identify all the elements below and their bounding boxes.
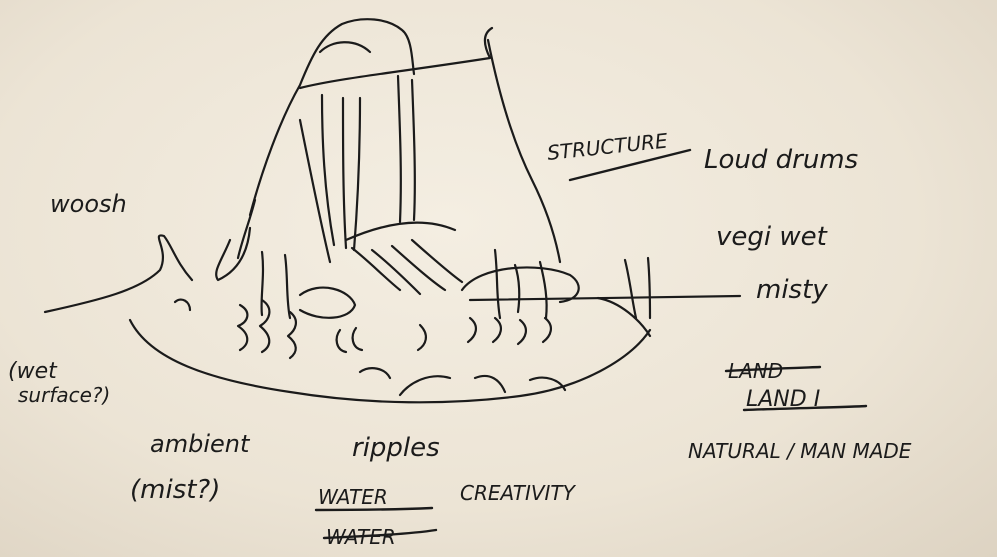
label-misty: misty (756, 275, 828, 305)
label-vegi-wet: vegi wet (716, 222, 828, 252)
label-woosh: woosh (50, 190, 127, 218)
label-loud-drums: Loud drums (704, 145, 858, 175)
label-wet-surface-line2: surface?) (18, 383, 110, 407)
label-mist: (mist?) (130, 475, 220, 505)
label-creativity: CREATIVITY (460, 481, 577, 505)
label-ripples: ripples (352, 433, 440, 463)
label-wet-surface-line1: (wet (8, 359, 58, 384)
annotation-marks (316, 150, 866, 538)
label-ambient: ambient (150, 430, 251, 458)
waterfall-drawing (45, 19, 740, 402)
label-natural-manmade: NATURAL / MAN MADE (688, 439, 912, 463)
label-water: WATER (318, 485, 388, 509)
